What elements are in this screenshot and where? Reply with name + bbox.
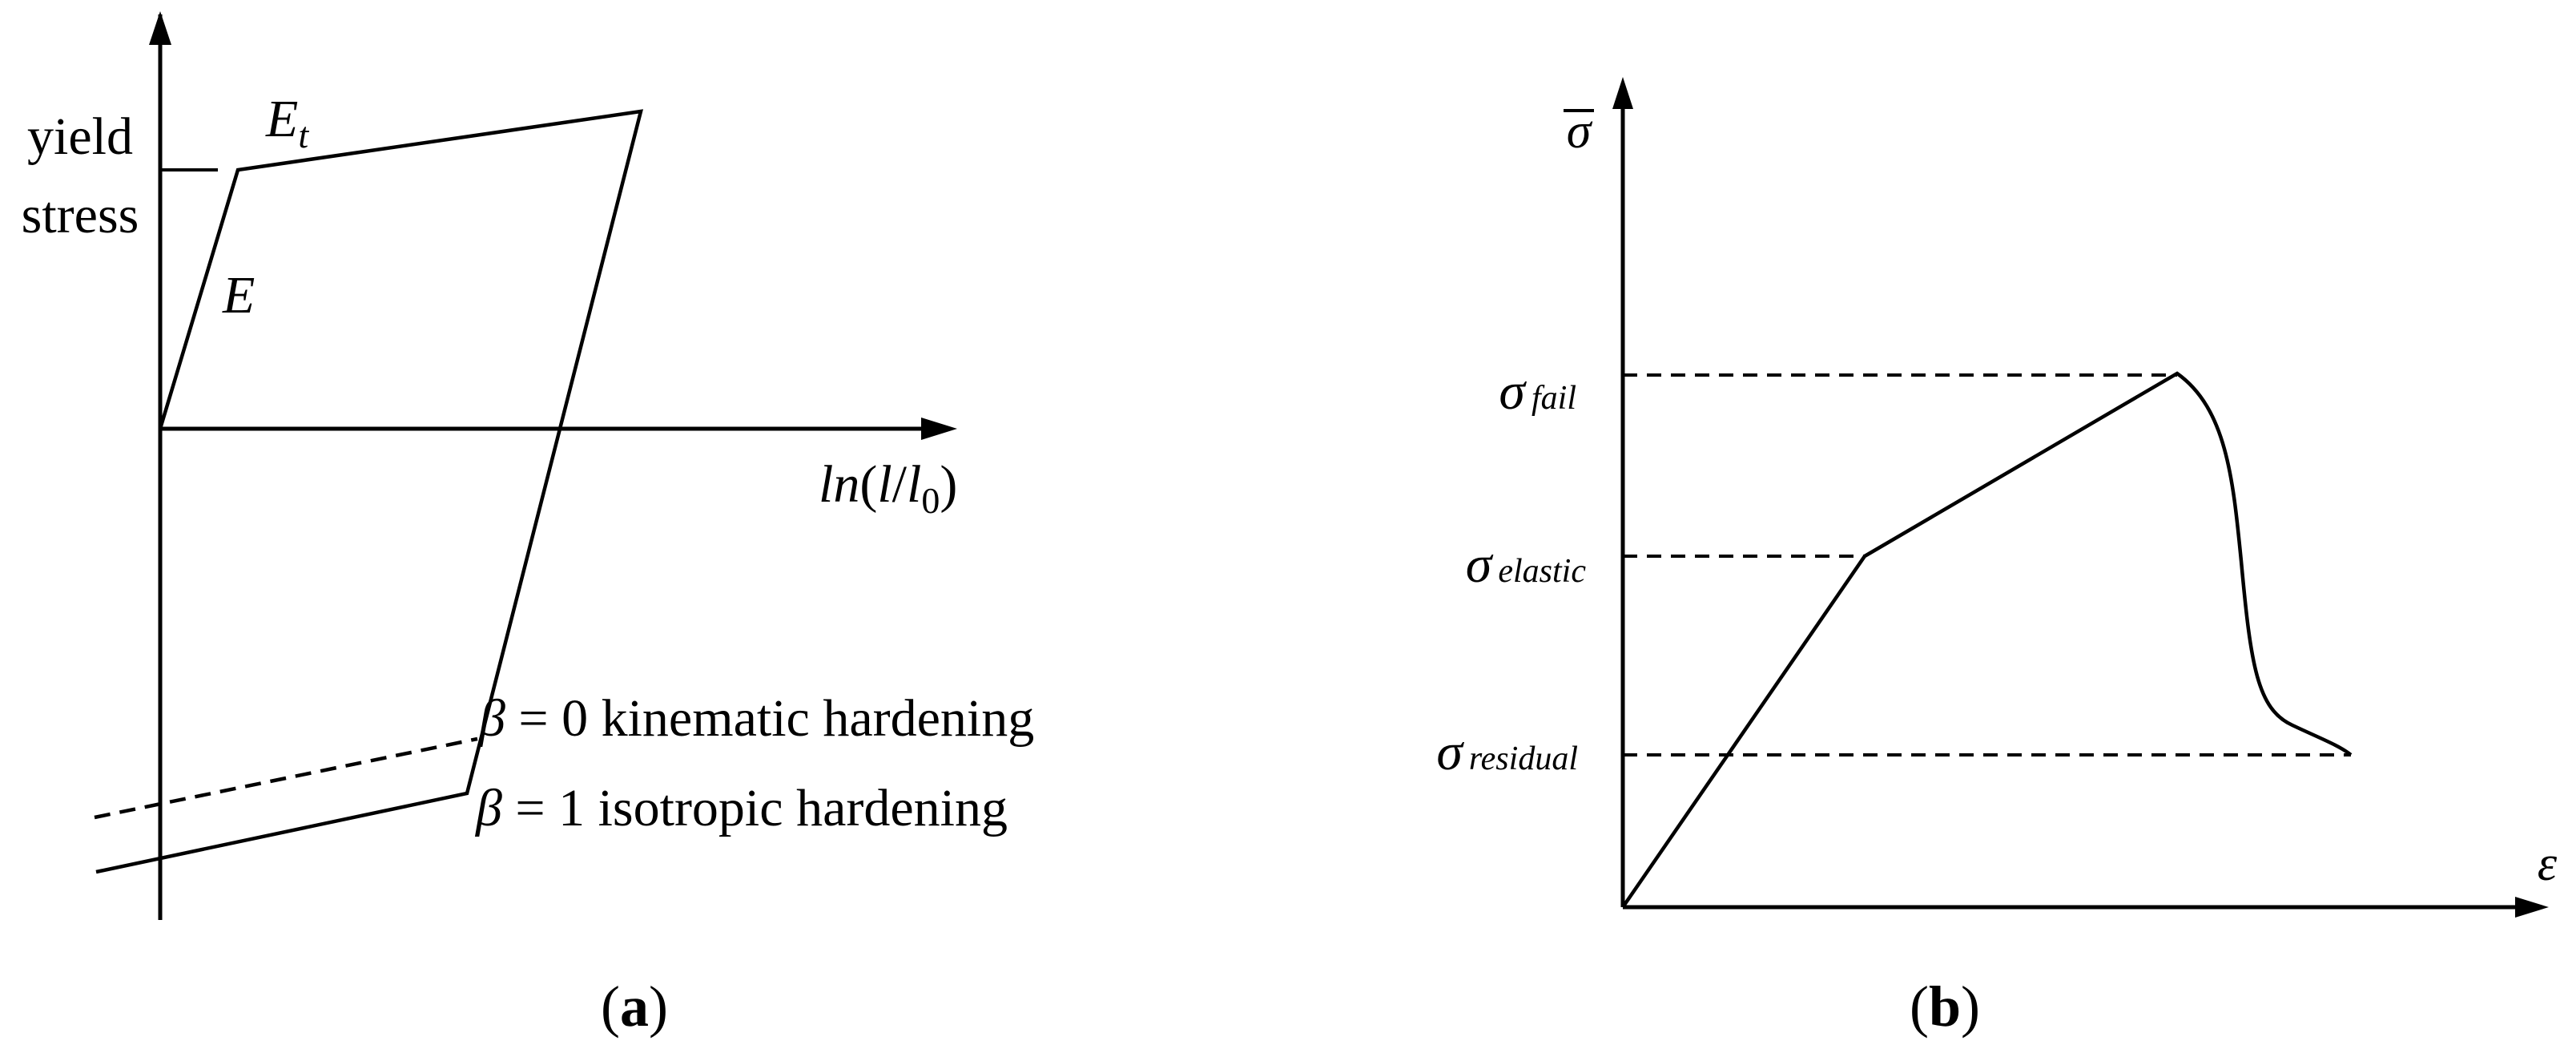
panel-a-x-axis-label: ln(l/l0) [819,455,957,521]
panel-b-x-arrowhead [2515,897,2549,918]
kinematic-hardening-dashed-line [94,736,478,820]
panel-a: yield stress Et E ln(l/l0) β = 0 kinemat… [22,11,1034,1039]
yield-stress-label-line1: yield [27,107,133,166]
hysteresis-loop [95,109,644,874]
beta-1-isotropic-label: β = 1 isotropic hardening [474,779,1008,837]
panel-b-x-axis-label: ε [2538,837,2558,891]
beta-0-kinematic-label: β = 0 kinematic hardening [477,689,1034,748]
panel-a-y-arrowhead [149,11,171,45]
stress-strain-curve [1621,371,2353,909]
panel-b-y-arrowhead [1612,77,1633,109]
panel-a-caption: (a) [601,974,668,1039]
panel-a-x-arrowhead [921,418,957,440]
yield-stress-label-line2: stress [22,186,139,244]
tangent-modulus-label: Et [265,90,309,155]
elastic-modulus-label: E [222,266,255,325]
panel-b-caption: (b) [1910,974,1980,1039]
panel-b-y-axis-label: σ [1567,104,1593,159]
